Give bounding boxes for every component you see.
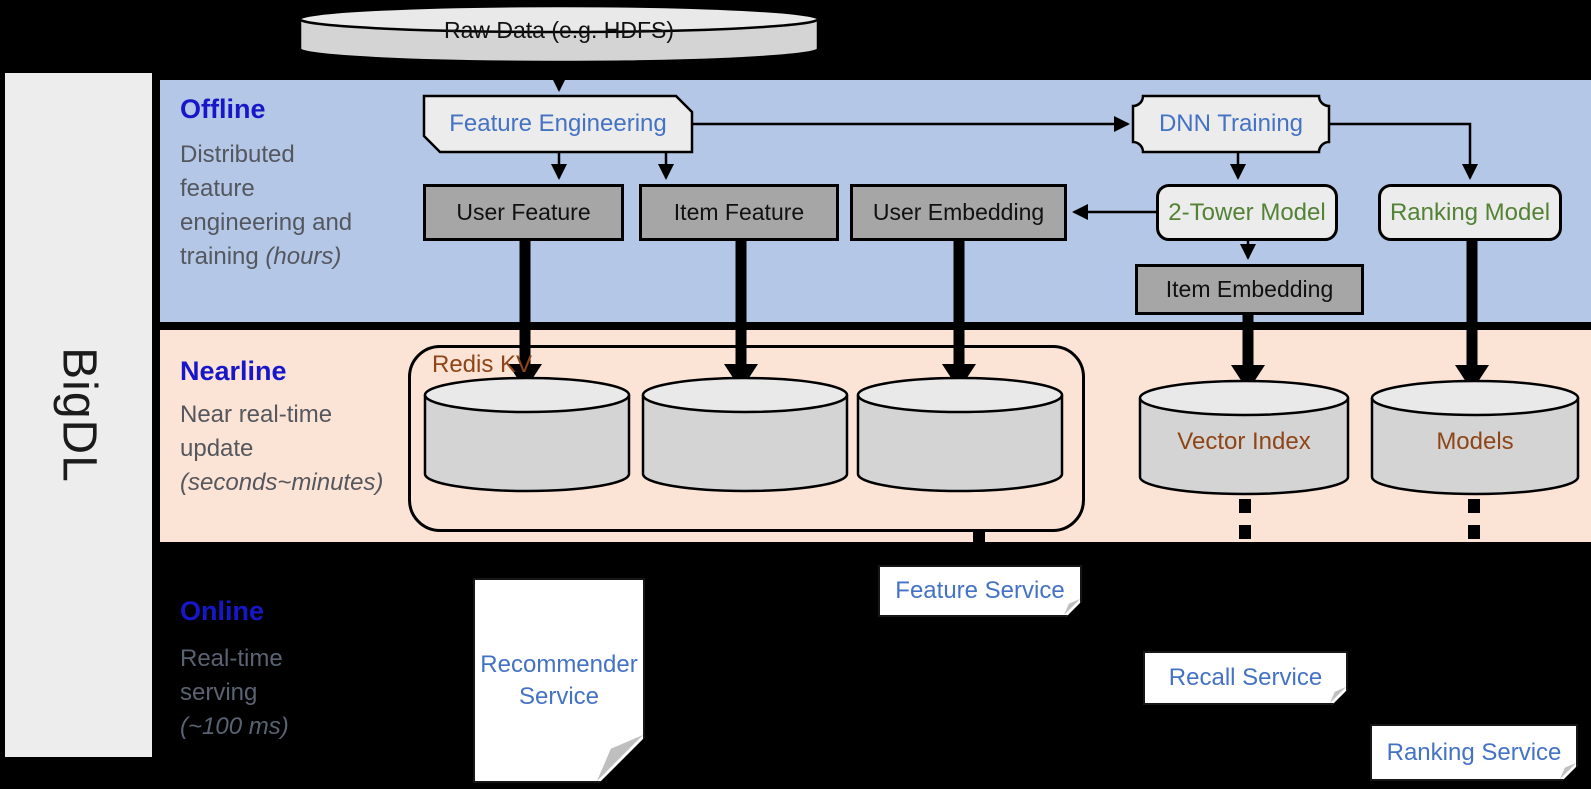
ranking-model-box: Ranking Model bbox=[1378, 184, 1562, 241]
offline-section-title: Offline bbox=[180, 94, 266, 124]
nearline-section-title: Nearline bbox=[180, 356, 287, 386]
online-section-title: Online bbox=[180, 596, 265, 626]
offline-section-description: Distributed feature engineering and trai… bbox=[180, 138, 365, 274]
item-feature-box: Item Feature bbox=[639, 184, 839, 241]
recall-service-doc: Recall Service bbox=[1143, 651, 1348, 705]
nearline-section-description: Near real-time update (seconds~minutes) bbox=[180, 398, 384, 500]
recommender-service-doc: Recommender Service bbox=[473, 578, 645, 783]
raw-data-label: Raw Data (e.g. HDFS) bbox=[443, 16, 675, 43]
ranking-service-doc: Ranking Service bbox=[1370, 724, 1578, 781]
two-tower-model-box: 2-Tower Model bbox=[1156, 184, 1338, 241]
nearline-latency-text: (seconds~minutes) bbox=[180, 469, 384, 496]
offline-description-text: Distributed feature engineering and trai… bbox=[180, 141, 353, 270]
user-feature-box: User Feature bbox=[423, 184, 624, 241]
redis-kv-container bbox=[408, 345, 1085, 532]
feature-service-doc: Feature Service bbox=[878, 565, 1082, 617]
nearline-description-text: Near real-time update bbox=[180, 401, 333, 462]
offline-latency-text: (hours) bbox=[265, 243, 342, 270]
dashed-arrowhead-feature-service bbox=[961, 548, 997, 566]
online-latency-text: (~100 ms) bbox=[180, 713, 289, 740]
redis-kv-label: Redis KV bbox=[432, 351, 533, 378]
raw-data-cylinder bbox=[298, 4, 820, 64]
user-embedding-box: User Embedding bbox=[850, 184, 1067, 241]
bigdl-sidebar: BigDL bbox=[5, 73, 152, 757]
online-section-description: Real-time serving (~100 ms) bbox=[180, 642, 300, 744]
online-description-text: Real-time serving bbox=[180, 645, 283, 706]
bigdl-brand-label: BigDL bbox=[52, 347, 105, 483]
item-embedding-box: Item Embedding bbox=[1135, 264, 1364, 315]
